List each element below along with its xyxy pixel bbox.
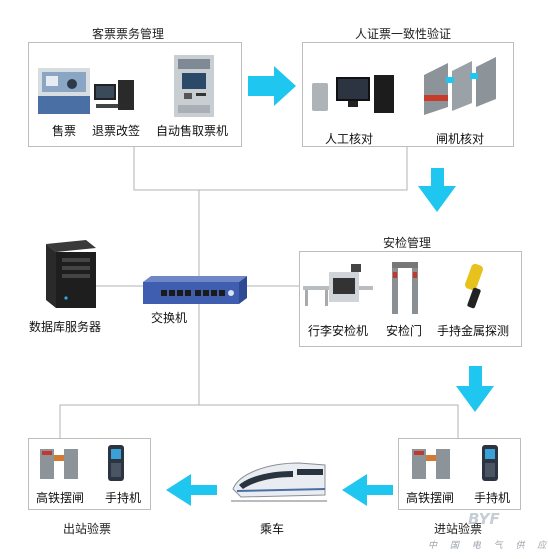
- entry-handheld-icon: [482, 445, 498, 481]
- arrow-down-2: [456, 366, 494, 412]
- database-server-icon: [46, 240, 96, 308]
- metal-detector-gate-icon: [392, 262, 418, 314]
- ticket-machine-icon: [174, 55, 214, 117]
- train-label: 乘车: [260, 522, 285, 536]
- entry-caption: 进站验票: [434, 522, 483, 536]
- baggage-scanner-icon: [303, 264, 373, 306]
- entry-turnstile-label: 高铁摆闸: [406, 491, 455, 505]
- security-title: 安检管理: [383, 236, 432, 250]
- top-bus-line: [133, 147, 408, 191]
- arrow-left-1: [166, 474, 217, 506]
- ticket-counter-icon: [38, 68, 90, 114]
- manual-check-icon: [312, 75, 394, 113]
- verification-title: 人证票一致性验证: [355, 27, 452, 41]
- handheld-detector-icon: [465, 264, 483, 309]
- refund-terminal-icon: [94, 80, 134, 110]
- exit-turnstile-icon: [40, 449, 78, 479]
- arrow-left-2: [342, 474, 393, 506]
- arrow-right-1: [248, 66, 296, 106]
- handheld-detector-label: 手持金属探测: [437, 324, 510, 338]
- database-server-label: 数据库服务器: [29, 320, 102, 334]
- gate-check-icon: [424, 57, 496, 115]
- arrow-down-1: [418, 168, 456, 212]
- bottom-bus-line: [59, 404, 459, 438]
- exit-handheld-label: 手持机: [105, 491, 142, 505]
- switch-icon: [143, 276, 247, 304]
- manual-check-label: 人工核对: [325, 132, 374, 146]
- gate-check-label: 闸机核对: [436, 132, 485, 146]
- watermark-logo: BYF: [468, 510, 500, 528]
- train-icon: [231, 462, 327, 502]
- refund-label: 退票改签: [92, 124, 141, 138]
- entry-handheld-label: 手持机: [474, 491, 511, 505]
- exit-turnstile-label: 高铁摆闸: [36, 491, 85, 505]
- watermark-text: 中 国 电 气 供 应 商: [428, 541, 548, 551]
- entry-turnstile-icon: [412, 449, 450, 479]
- ticket-machine-label: 自动售取票机: [156, 124, 229, 138]
- switch-label: 交换机: [151, 311, 188, 325]
- baggage-scanner-label: 行李安检机: [308, 324, 369, 338]
- ticket-sale-label: 售票: [52, 124, 77, 138]
- ticketing-title: 客票票务管理: [92, 27, 165, 41]
- metal-detector-gate-label: 安检门: [386, 324, 423, 338]
- exit-handheld-icon: [108, 445, 124, 481]
- exit-caption: 出站验票: [63, 522, 112, 536]
